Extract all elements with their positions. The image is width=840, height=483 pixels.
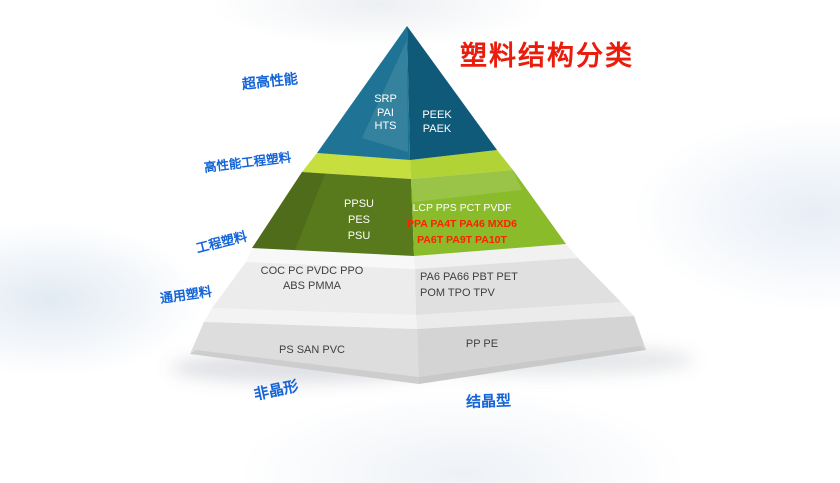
tier2-left-materials: PPSU PES PSU	[328, 196, 390, 244]
tier4-right-materials: PP PE	[452, 337, 512, 351]
tier1-face-left	[317, 26, 410, 160]
material-line: PAEK	[422, 123, 452, 135]
tier2-left-edge-shade	[252, 172, 325, 250]
tier2-ledge-right	[410, 150, 513, 179]
material-line: HTS	[374, 120, 397, 132]
tier3-face-right	[415, 258, 621, 315]
tier1-right-materials: PEEK PAEK	[408, 108, 466, 136]
tier4-ledge-right	[416, 302, 634, 329]
tier4-bottom-shade-right	[419, 346, 646, 384]
material-line: PEEK	[422, 109, 452, 121]
tier4-face-left	[190, 322, 419, 384]
tier3-ledge-right	[414, 244, 578, 269]
tier1-left-highlight	[362, 40, 408, 152]
diagram-title: 塑料结构分类	[460, 41, 634, 71]
material-line-highlighted: PA6T PA9T PA10T	[417, 234, 507, 246]
tier2-face-left	[252, 172, 414, 256]
tier3-right-materials: PA6 PA66 PBT PET POM TPO TPV	[420, 269, 532, 301]
material-line: POM TPO TPV	[420, 287, 495, 299]
tier2-right-highlight	[411, 170, 522, 202]
tier2-face-right	[411, 170, 566, 256]
material-line: SRP	[374, 93, 397, 105]
material-line: ABS PMMA	[282, 280, 342, 292]
material-line: LCP PPS PCT PVDF	[412, 202, 512, 214]
tier3-face-left	[212, 262, 416, 315]
material-line: PP PE	[465, 338, 499, 350]
material-line: PA6 PA66 PBT PET	[420, 271, 518, 283]
material-line: PPSU	[344, 198, 374, 210]
material-line-highlighted: PPA PA4T PA46 MXD6	[407, 218, 517, 230]
tier1-face-right	[407, 26, 497, 160]
material-line: COC PC PVDC PPO	[260, 265, 364, 277]
tier2-right-materials: LCP PPS PCT PVDF PPA PA4T PA46 MXD6 PA6T…	[403, 200, 521, 248]
material-line: PAI	[377, 106, 394, 119]
tier3-left-materials: COC PC PVDC PPO ABS PMMA	[252, 264, 372, 294]
tier4-face-right	[417, 316, 646, 384]
bottom-label-crystalline: 结晶型	[465, 392, 512, 411]
material-line: PES	[347, 214, 370, 226]
material-line: PSU	[347, 230, 371, 242]
material-line: PS SAN PVC	[278, 344, 346, 356]
tier4-left-materials: PS SAN PVC	[262, 343, 362, 357]
tier2-ledge-left	[302, 153, 411, 179]
tier1-left-materials: SRP PAI HTS	[358, 93, 413, 134]
tier4-bottom-shade-left	[190, 350, 419, 384]
